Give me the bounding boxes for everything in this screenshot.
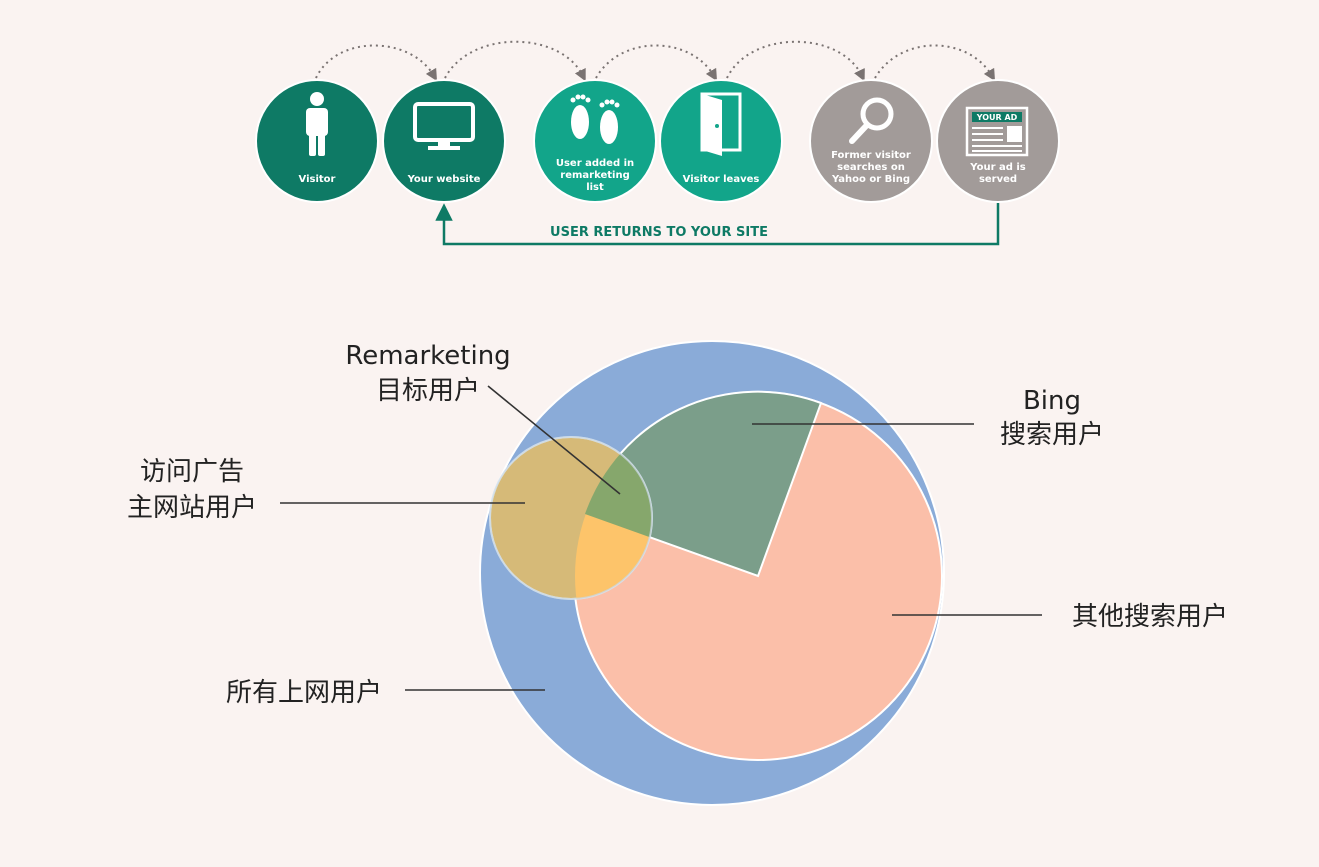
newspaper-icon: YOUR AD — [965, 106, 1029, 157]
step-label-line-2: served — [979, 174, 1017, 185]
venn-labels: Remarketing 目标用户 Bing 搜索用户 访问广告 主网站用户 其他… — [127, 341, 1228, 708]
ad-badge-text: YOUR AD — [976, 113, 1018, 122]
flow-step-ad-served: YOUR AD Your ad is served — [936, 79, 1060, 203]
site-visitors-outline — [489, 436, 653, 600]
label-other-search-users: 其他搜索用户 — [1072, 602, 1228, 632]
leader-remarketing — [487, 385, 621, 495]
step-label-line-2: remarketing — [560, 170, 629, 181]
return-loop: USER RETURNS TO YOUR SITE — [435, 203, 1000, 246]
step-label-line-1: Former visitor — [831, 150, 911, 161]
flow-arc-2 — [444, 40, 586, 82]
flow-arc-1 — [315, 44, 438, 82]
person-icon — [306, 92, 328, 156]
flow-step-visitor: Visitor — [255, 79, 379, 203]
return-arrow — [435, 203, 1000, 246]
label-remarketing-line-2: 目标用户 — [376, 376, 480, 406]
leader-lines — [280, 385, 1042, 691]
label-visitors-line-1: 访问广告 — [140, 457, 244, 487]
step-label-line-1: Your ad is — [969, 162, 1026, 173]
monitor-icon — [413, 102, 475, 150]
step-circle — [533, 79, 657, 203]
label-bing-line-2: 搜索用户 — [1000, 420, 1104, 450]
step-label-line-3: Yahoo or Bing — [831, 174, 910, 185]
return-label: USER RETURNS TO YOUR SITE — [550, 225, 768, 240]
label-remarketing-line-1: Remarketing — [345, 341, 510, 371]
step-label-line-2: searches on — [837, 162, 905, 173]
step-circle — [255, 79, 379, 203]
flow-arc-4 — [726, 40, 865, 82]
step-label-line-3: list — [586, 182, 604, 193]
label-all-users: 所有上网用户 — [226, 678, 382, 708]
flow-step-visitor-leaves: Visitor leaves — [659, 79, 783, 203]
step-label: Visitor leaves — [683, 174, 760, 185]
label-bing-line-1: Bing — [1023, 386, 1081, 416]
footprints-icon — [570, 94, 620, 144]
door-icon — [700, 92, 742, 156]
flow-step-website: Your website — [382, 79, 506, 203]
step-label: Visitor — [299, 174, 336, 185]
step-label: Your website — [407, 174, 481, 185]
flow-arc-3 — [595, 44, 718, 82]
flow-step-remarketing-list: User added in remarketing list — [533, 79, 657, 203]
venn-diagram — [479, 340, 945, 806]
step-label-line-1: User added in — [556, 158, 634, 169]
flow-arcs — [315, 40, 996, 82]
flow-step-former-visitor-searches: Former visitor searches on Yahoo or Bing — [809, 79, 933, 203]
magnifier-icon — [849, 97, 894, 144]
label-visitors-line-2: 主网站用户 — [127, 493, 257, 523]
step-circle — [809, 79, 933, 203]
flow-arc-5 — [874, 44, 996, 82]
